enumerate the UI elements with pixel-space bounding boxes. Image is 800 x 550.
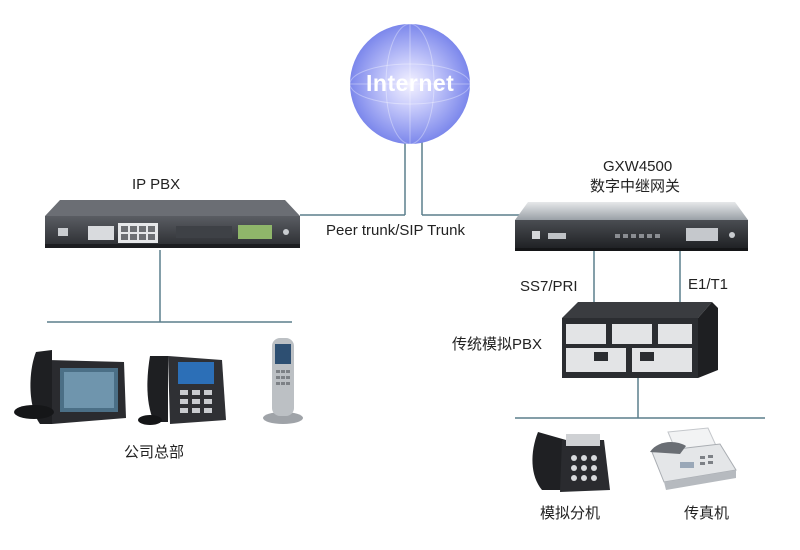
ip-pbx-label: IP PBX [132,176,181,193]
internet-label: Internet [366,70,455,96]
fax-label: 传真机 [684,505,730,522]
analog-extension-label: 模拟分机 [540,505,601,522]
gateway-model-label: GXW4500 [603,158,673,175]
ss7-pri-label: SS7/PRI [520,278,578,295]
desk-phone-icon [138,356,226,425]
analog-pbx-label: 传统模拟PBX [452,336,543,353]
video-phone-icon [14,350,126,424]
connection-lines [47,140,765,419]
analog-pbx-device-icon [562,302,718,378]
cordless-phone-icon [263,338,303,424]
internet-globe-icon [349,23,471,145]
fax-machine-icon [650,427,737,490]
trunk-label: Peer trunk/SIP Trunk [326,222,465,239]
analog-phone-icon [532,432,610,492]
ip-pbx-device-icon [45,200,300,248]
gateway-desc-label: 数字中继网关 [590,178,681,195]
gateway-device-icon [515,202,748,251]
e1-t1-label: E1/T1 [688,276,729,293]
headquarters-label: 公司总部 [124,444,185,461]
